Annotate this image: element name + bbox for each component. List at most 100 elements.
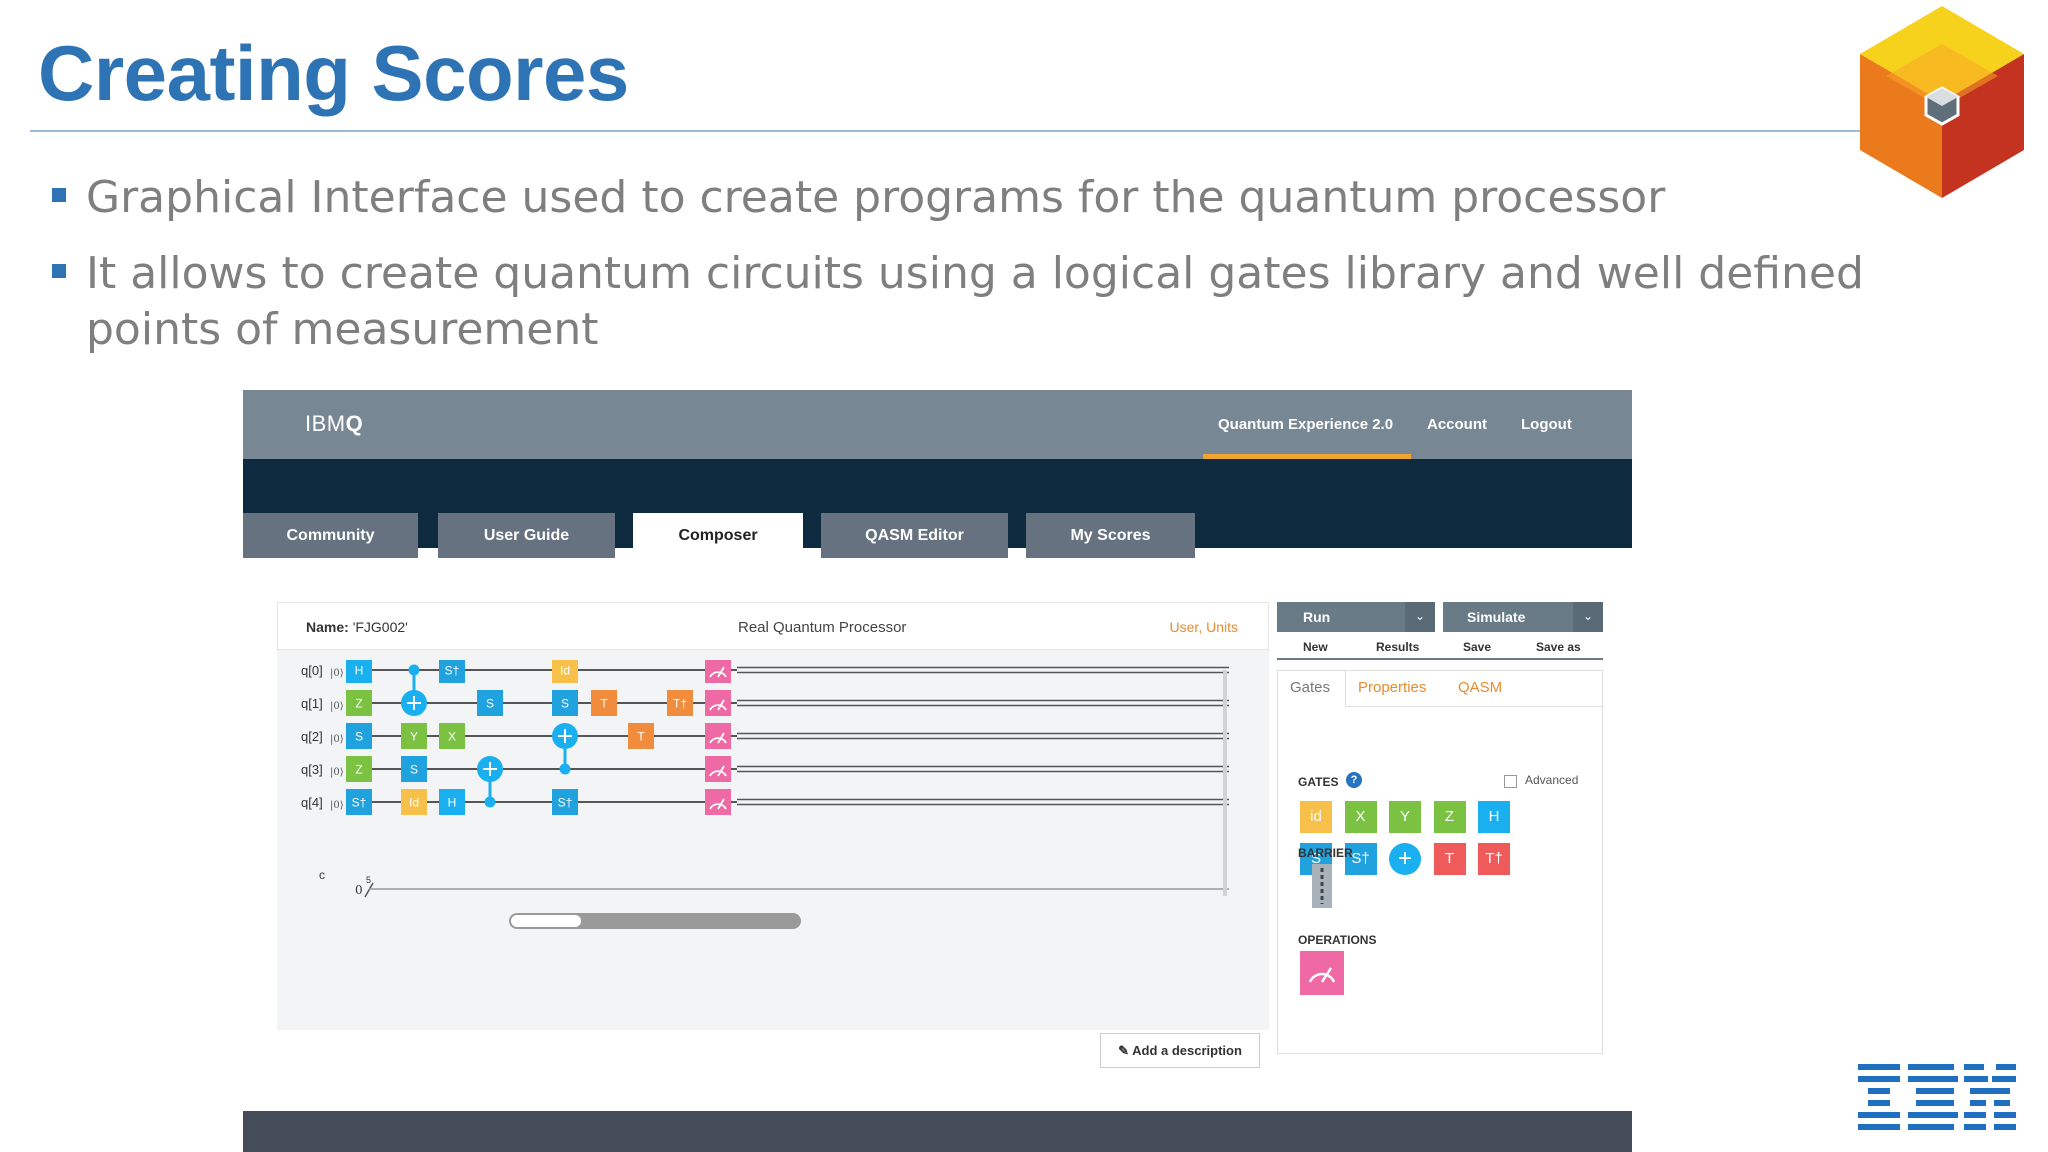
circuit-gate[interactable] (346, 756, 372, 782)
tab-community[interactable]: Community (243, 513, 418, 558)
cnot-control-dot[interactable] (408, 664, 420, 676)
qubit-init-state: |0⟩ (330, 668, 344, 679)
circuit-canvas[interactable]: q[0]|0⟩q[1]|0⟩q[2]|0⟩q[3]|0⟩q[4]|0⟩c05HZ… (277, 660, 1269, 1030)
simulate-button[interactable]: Simulate (1443, 602, 1573, 632)
app-header: IBMQ Quantum Experience 2.0 Account Logo… (243, 390, 1632, 459)
tab-composer[interactable]: Composer (633, 513, 803, 558)
title-divider (30, 130, 1860, 132)
simulate-dropdown-chevron-down-icon[interactable]: ⌄ (1573, 602, 1603, 632)
circuit-gate-label: S (410, 763, 418, 777)
tab-qasm[interactable]: QASM (1458, 679, 1503, 696)
tab-qasm-editor[interactable]: QASM Editor (821, 513, 1008, 558)
classical-bus-slash (364, 882, 374, 898)
palette-gate[interactable]: Y (1389, 801, 1421, 833)
tab-gates[interactable]: Gates (1290, 679, 1331, 696)
measure-meter-icon (709, 770, 727, 777)
palette-gate[interactable]: T† (1478, 843, 1510, 875)
horizontal-scrollbar-thumb[interactable] (511, 915, 582, 927)
measure-gate[interactable] (705, 756, 731, 782)
classical-register-value: 0 (355, 883, 363, 897)
nav-link-logout[interactable]: Logout (1521, 416, 1572, 433)
palette-gate[interactable]: id (1300, 801, 1332, 833)
measure-gate[interactable] (705, 723, 731, 749)
user-units-link[interactable]: User, Units (1169, 619, 1238, 635)
measure-meter-icon (709, 737, 727, 744)
operations-heading: OPERATIONS (1298, 933, 1377, 947)
circuit-gate[interactable] (346, 690, 372, 716)
circuit-gate[interactable] (591, 690, 617, 716)
palette-gate[interactable]: S† (1344, 843, 1377, 875)
cnot-control-dot[interactable] (484, 796, 496, 808)
measure-needle-icon (717, 666, 725, 678)
circuit-gate[interactable] (346, 660, 372, 683)
processor-label: Real Quantum Processor (738, 619, 907, 636)
circuit-gate[interactable] (401, 756, 427, 782)
barrier-icon[interactable] (1312, 864, 1332, 908)
circuit-gate-label: S† (352, 796, 367, 810)
app-footer (243, 1111, 1632, 1152)
circuit-gate-label: S (561, 697, 569, 711)
circuit-gate[interactable] (667, 690, 693, 716)
advanced-label: Advanced (1525, 773, 1579, 787)
bullet-item: It allows to create quantum circuits usi… (52, 246, 1972, 358)
nav-link-quantum-experience[interactable]: Quantum Experience 2.0 (1218, 416, 1394, 433)
circuit-gate-label: S† (445, 664, 460, 678)
cnot-control-dot[interactable] (559, 763, 571, 775)
palette-gate[interactable]: H (1478, 801, 1510, 833)
circuit-gate-label: Z (355, 763, 362, 777)
circuit-gate-label: T† (673, 697, 687, 711)
run-dropdown-chevron-down-icon[interactable]: ⌄ (1405, 602, 1435, 632)
qubit-label: q[2] (301, 729, 323, 744)
tab-my-scores[interactable]: My Scores (1026, 513, 1195, 558)
palette-gate[interactable]: X (1344, 801, 1377, 833)
circuit-gate-label: X (448, 730, 456, 744)
add-description-button[interactable]: ✎ Add a description (1100, 1033, 1260, 1068)
measure-needle-icon (717, 732, 725, 744)
circuit-gate[interactable] (401, 789, 427, 815)
circuit-gate[interactable] (439, 723, 465, 749)
save-as-link[interactable]: Save as (1536, 640, 1581, 654)
measure-gate[interactable] (705, 789, 731, 815)
circuit-gate[interactable] (552, 660, 578, 683)
palette-gate[interactable]: Z (1433, 801, 1466, 833)
measure-meter-icon (709, 803, 727, 810)
circuit-background (277, 660, 1269, 1030)
circuit-gate[interactable] (552, 789, 578, 815)
results-link[interactable]: Results (1376, 640, 1420, 654)
measure-gate[interactable] (705, 690, 731, 716)
edit-icon: ✎ (1118, 1043, 1133, 1058)
new-link[interactable]: New (1303, 640, 1328, 654)
vertical-scrollbar[interactable] (1223, 670, 1227, 896)
circuit-gate[interactable] (439, 789, 465, 815)
measure-gate-icon[interactable] (1300, 951, 1344, 995)
qubit-init-state: |0⟩ (330, 734, 344, 745)
circuit-gate[interactable] (552, 690, 578, 716)
score-name[interactable]: Name: 'FJG002' (306, 619, 408, 635)
help-icon[interactable]: ? (1346, 772, 1362, 788)
circuit-gate[interactable] (346, 789, 372, 815)
circuit-gate[interactable] (346, 723, 372, 749)
circuit-gate[interactable] (401, 723, 427, 749)
score-name-label: Name: (306, 619, 349, 635)
tab-user-guide[interactable]: User Guide (438, 513, 615, 558)
circuit-gate[interactable] (439, 660, 465, 683)
circuit-gate-label: T (637, 730, 645, 744)
tab-properties[interactable]: Properties (1358, 679, 1427, 696)
run-button[interactable]: Run (1277, 602, 1405, 632)
measure-needle-icon (717, 798, 725, 810)
circuit-gate[interactable] (477, 690, 503, 716)
advanced-checkbox[interactable] (1504, 775, 1517, 788)
gates-panel: Gates Properties QASM GATES ? Advanced i… (1277, 670, 1603, 1054)
side-panel: Run ⌄ Simulate ⌄ New Results Save Save a… (1277, 602, 1603, 1054)
circuit-gate-label: Y (410, 730, 418, 744)
nav-link-account[interactable]: Account (1427, 416, 1487, 433)
save-link[interactable]: Save (1463, 640, 1492, 654)
bullet-list: Graphical Interface used to create progr… (52, 170, 1972, 378)
active-nav-indicator (1203, 454, 1411, 459)
palette-gate[interactable]: T (1433, 843, 1466, 875)
palette-gate[interactable]: + (1389, 843, 1421, 875)
circuit-gate[interactable] (628, 723, 654, 749)
horizontal-scrollbar-track[interactable] (509, 913, 801, 929)
circuit-gate-label: S† (558, 796, 573, 810)
